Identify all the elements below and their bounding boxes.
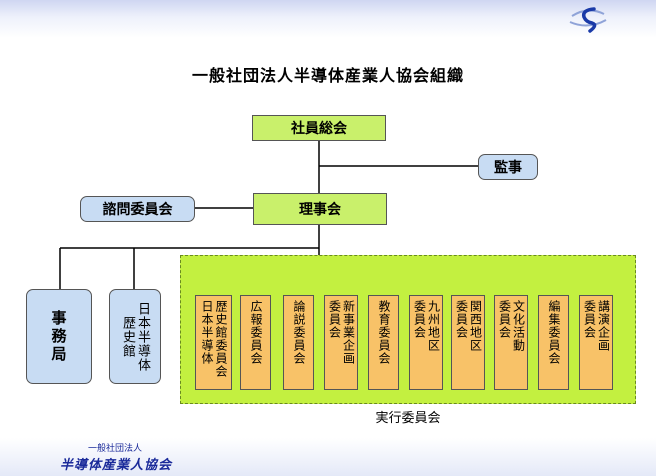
general-meeting-label: 社員総会 xyxy=(291,121,347,137)
committee-culture: 文化活動 委員会 xyxy=(494,295,528,390)
general-meeting-box: 社員総会 xyxy=(252,115,386,141)
auditor-label: 監事 xyxy=(494,160,522,176)
committee-line-1: 広報委員会 xyxy=(249,300,263,365)
board-box: 理事会 xyxy=(253,193,387,225)
committee-pr: 広報委員会 xyxy=(240,295,271,390)
committee-line-2: 委員会 xyxy=(327,300,342,339)
logo-icon xyxy=(569,7,607,33)
header-band xyxy=(0,0,656,38)
secretariat-box: 事務局 xyxy=(26,289,92,384)
committee-lecture: 講演企画 委員会 xyxy=(579,295,613,390)
committee-line-1: 九州地区 xyxy=(426,300,441,352)
committee-line-2: 委員会 xyxy=(497,300,512,339)
committee-line-1: 関西地区 xyxy=(468,300,483,352)
committee-kansai: 関西地区 委員会 xyxy=(451,295,485,390)
auditor-box: 監事 xyxy=(478,154,538,180)
committee-editing: 編集委員会 xyxy=(538,295,569,390)
committee-line-2: 委員会 xyxy=(582,300,597,339)
committee-line-2: 日本半導体 xyxy=(200,300,214,365)
committee-line-1: 論説委員会 xyxy=(292,300,306,365)
committee-line-1: 新事業企画 xyxy=(341,300,356,365)
history-museum-line-2: 歴史館 xyxy=(120,315,135,358)
advisory-committee-label: 諮問委員会 xyxy=(102,202,173,218)
secretariat-label: 事務局 xyxy=(49,309,68,364)
committee-line-2: 委員会 xyxy=(412,300,427,339)
committee-line-1: 文化活動 xyxy=(511,300,526,352)
committee-education: 教育委員会 xyxy=(368,295,399,390)
advisory-committee-box: 諮問委員会 xyxy=(80,196,195,222)
footer-org-name: 半導体産業人協会 xyxy=(60,458,173,473)
footer-band xyxy=(0,438,656,476)
page-title: 一般社団法人半導体産業人協会組織 xyxy=(191,66,464,85)
committee-history-museum: 歴史館委員会 日本半導体 xyxy=(195,295,232,390)
committee-line-1: 教育委員会 xyxy=(377,300,391,365)
history-museum-line-1: 日本半導体 xyxy=(135,301,150,372)
executive-committee-label: 実行委員会 xyxy=(375,411,441,426)
board-label: 理事会 xyxy=(299,202,341,218)
committee-kyushu: 九州地区 委員会 xyxy=(409,295,443,390)
committee-line-1: 歴史館委員会 xyxy=(214,300,228,378)
footer-org-type: 一般社団法人 xyxy=(88,444,143,454)
committee-line-1: 講演企画 xyxy=(596,300,611,352)
history-museum-box: 日本半導体 歴史館 xyxy=(109,289,161,384)
committee-editorial: 論説委員会 xyxy=(283,295,314,390)
committee-line-1: 編集委員会 xyxy=(547,300,561,365)
committee-new-business: 新事業企画 委員会 xyxy=(324,295,358,390)
committee-line-2: 委員会 xyxy=(454,300,469,339)
